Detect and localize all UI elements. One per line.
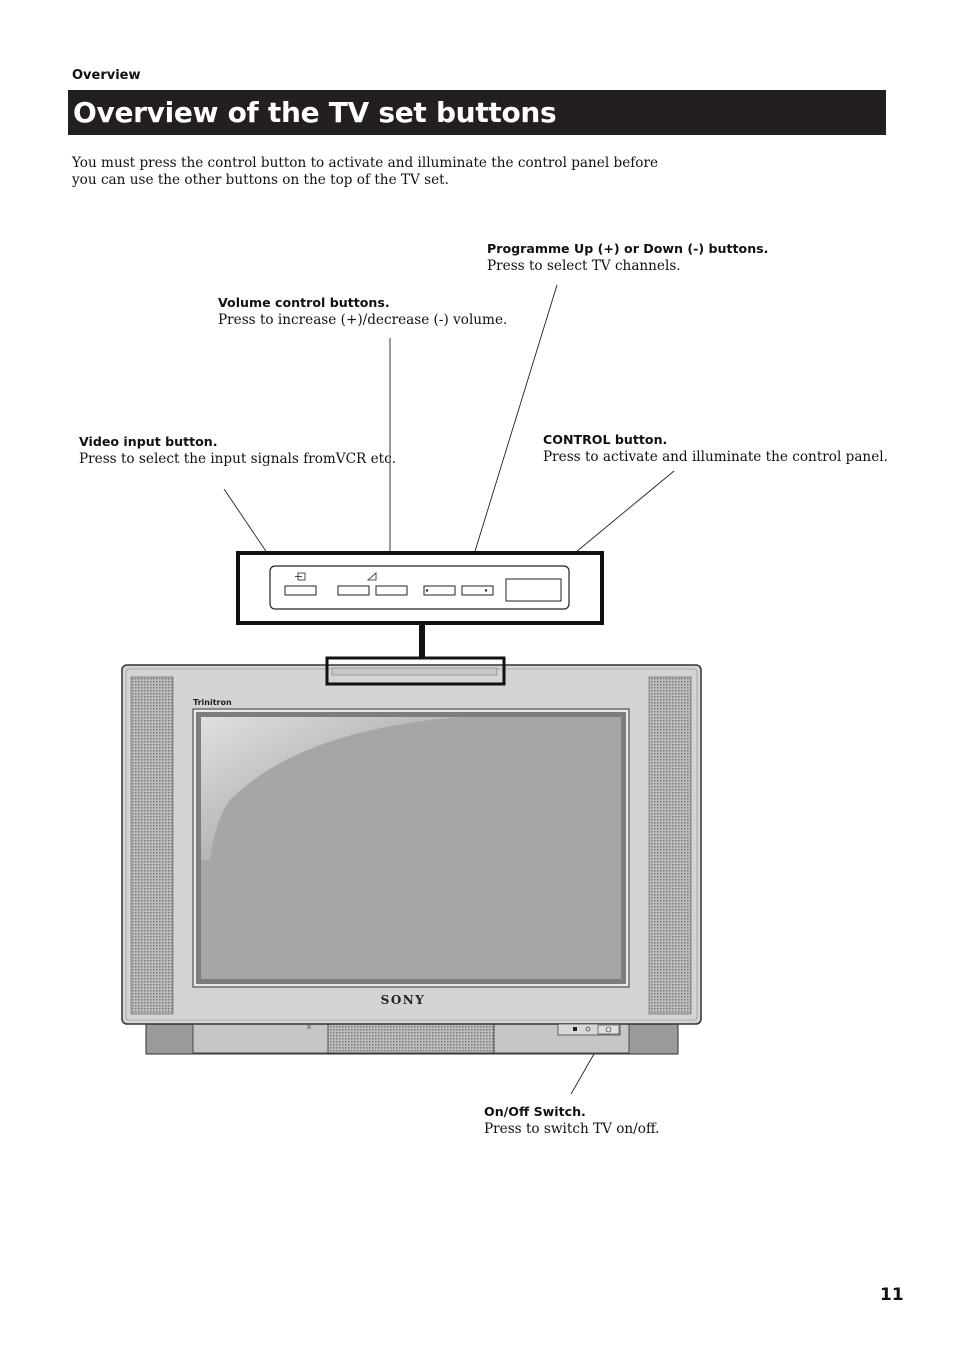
- callout-video-input-title: Video input button.: [79, 434, 218, 449]
- callout-onoff-desc: Press to switch TV on/off.: [484, 1120, 660, 1137]
- callout-programme: Programme Up (+) or Down (-) buttons. Pr…: [487, 241, 768, 274]
- page-title: Overview of the TV set buttons: [68, 90, 886, 135]
- right-speaker-grille: [648, 676, 692, 1015]
- callout-onoff-title: On/Off Switch.: [484, 1104, 586, 1119]
- panel-stem: [419, 623, 425, 658]
- front-speaker-grille: [327, 1021, 495, 1054]
- callout-volume: Volume control buttons. Press to increas…: [218, 295, 507, 328]
- control-button[interactable]: [505, 578, 562, 602]
- page-number: 11: [880, 1285, 904, 1305]
- volume-up-button[interactable]: [375, 585, 408, 596]
- left-speaker-grille: [130, 676, 174, 1015]
- callout-video-input: Video input button. Press to select the …: [79, 434, 396, 467]
- power-icon: [605, 1026, 612, 1033]
- standby-indicator: [573, 1027, 577, 1031]
- volume-icon: [366, 572, 377, 581]
- programme-up-icon: [484, 589, 488, 592]
- leader-onoff: [570, 1046, 599, 1095]
- callout-programme-title: Programme Up (+) or Down (-) buttons.: [487, 241, 769, 256]
- volume-down-button[interactable]: [337, 585, 370, 596]
- programme-down-button[interactable]: [423, 585, 456, 596]
- programme-down-icon: [425, 589, 429, 592]
- video-input-icon: [295, 572, 306, 581]
- section-label: Overview: [72, 68, 141, 83]
- callout-onoff: On/Off Switch. Press to switch TV on/off…: [484, 1104, 659, 1137]
- callout-programme-desc: Press to select TV channels.: [487, 257, 681, 274]
- power-indicator: [585, 1026, 591, 1032]
- programme-up-button[interactable]: [461, 585, 494, 596]
- callout-control: CONTROL button. Press to activate and il…: [543, 432, 888, 465]
- trinitron-logo: Trinitron: [193, 698, 232, 707]
- top-panel-highlight: [325, 656, 506, 686]
- leader-programme: [467, 284, 558, 575]
- video-input-button[interactable]: [284, 585, 317, 596]
- callout-volume-desc: Press to increase (+)/decrease (-) volum…: [218, 311, 508, 328]
- on-off-switch[interactable]: [597, 1024, 620, 1035]
- sony-logo: SONY: [381, 993, 426, 1007]
- intro-paragraph: You must press the control button to act…: [72, 155, 659, 188]
- remote-sensor-icon: [306, 1024, 312, 1030]
- tv-set: Trinitron SONY: [121, 656, 702, 1055]
- callout-volume-title: Volume control buttons.: [218, 295, 390, 310]
- callout-control-desc: Press to activate and illuminate the con…: [543, 448, 888, 465]
- control-panel-zoom: [236, 551, 604, 658]
- callout-control-title: CONTROL button.: [543, 432, 668, 447]
- callout-video-input-desc: Press to select the input signals fromVC…: [79, 450, 397, 467]
- screen-glare: [201, 717, 460, 860]
